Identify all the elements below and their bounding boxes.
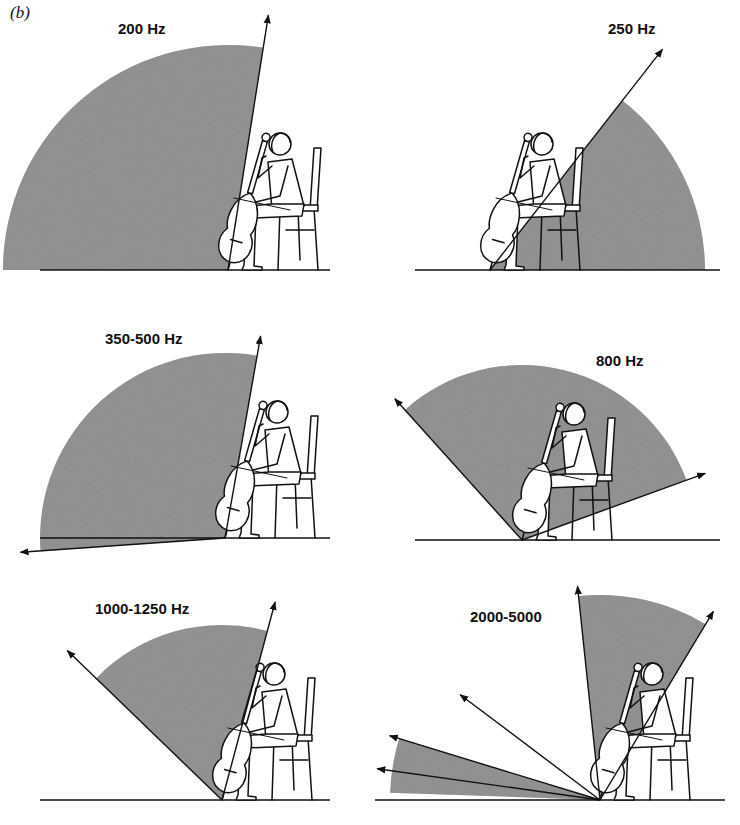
frequency-label: 800 Hz (596, 352, 644, 369)
cellist-figure (209, 397, 318, 543)
panel-tag: (b) (10, 4, 30, 21)
cellist-figure (206, 659, 315, 805)
direction-arrow (600, 611, 713, 800)
direction-arrow (225, 336, 261, 538)
direction-arrow (377, 769, 600, 800)
direction-arrow (395, 399, 522, 540)
direction-arrow (578, 586, 601, 800)
frequency-label: 250 Hz (608, 20, 656, 37)
frequency-label: 350-500 Hz (105, 330, 183, 347)
floor-line (40, 537, 330, 539)
floor-line (40, 269, 330, 271)
direction-arrow (21, 538, 226, 552)
direction-arrow (460, 695, 600, 800)
radiation-sector (490, 101, 705, 270)
cellist-figure (584, 659, 693, 805)
floor-line (415, 269, 720, 271)
floor-line (40, 799, 330, 801)
frequency-label: 200 Hz (118, 20, 166, 37)
direction-arrow (390, 736, 600, 800)
direction-arrow (67, 651, 222, 800)
direction-arrow (522, 473, 705, 540)
direction-arrow (228, 15, 268, 270)
direction-arrow (222, 602, 275, 800)
cellist-figure (474, 129, 583, 275)
floor-line (375, 799, 725, 801)
frequency-label: 2000-5000 (470, 608, 542, 625)
direction-arrow (490, 49, 662, 270)
cellist-figure (212, 129, 321, 275)
floor-line (415, 539, 720, 541)
frequency-label: 1000-1250 Hz (95, 600, 189, 617)
cellist-figure (506, 399, 615, 545)
